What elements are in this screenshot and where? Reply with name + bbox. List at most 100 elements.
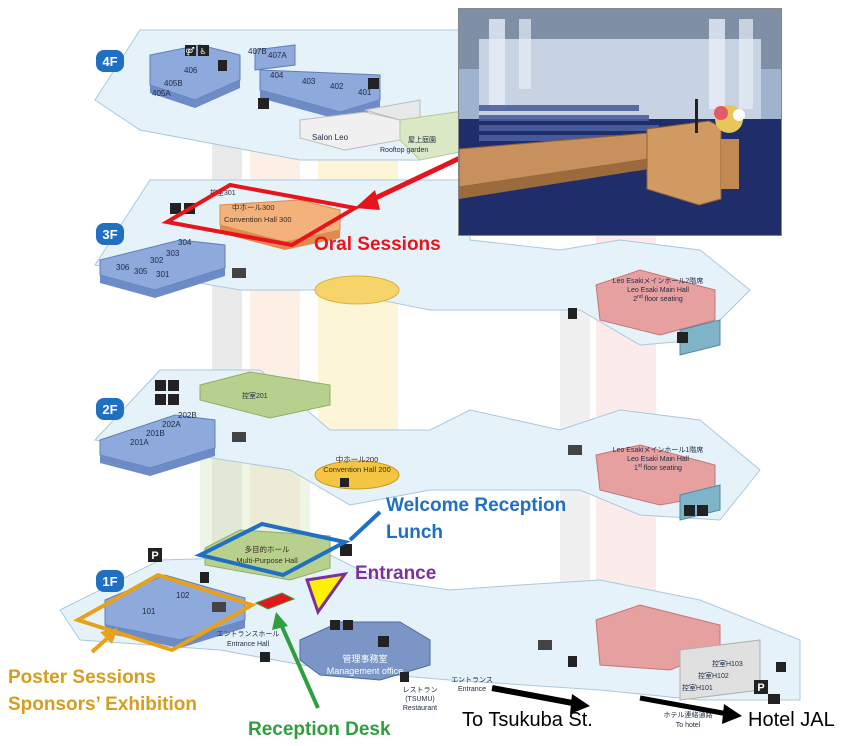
rooftop-garden-en: Rooftop garden xyxy=(380,147,428,154)
restroom-icon xyxy=(168,394,179,405)
room-303: 303 xyxy=(166,249,180,258)
smoking-icon xyxy=(260,652,270,662)
room-hikae-301: 控室301 xyxy=(210,188,236,197)
reception-arrow xyxy=(278,621,320,709)
tsukuba-station-label: To Tsukuba St. xyxy=(462,709,593,731)
hotel-path-jp: ホテル連絡通路 xyxy=(664,710,713,719)
room-202a: 202A xyxy=(162,420,181,429)
restaurant-icon xyxy=(400,672,409,682)
welcome-arrow xyxy=(348,510,382,542)
convention-hall-illustration xyxy=(459,9,781,235)
entrance-hall-jp: エントランスホール xyxy=(217,630,280,638)
floor-3f xyxy=(94,179,751,356)
floor-badge-3f xyxy=(96,223,124,245)
restroom-icon xyxy=(368,78,379,89)
room-306: 306 xyxy=(116,263,130,272)
wheelchair-glyph: ♿ xyxy=(199,47,206,56)
seat-floor-text: floor seating xyxy=(642,465,682,472)
room-405a: 405A xyxy=(152,89,171,98)
restroom-icon xyxy=(378,636,389,647)
reception-desk-marker xyxy=(254,592,296,610)
main-hall-1f-seat-jp: Leo Esakiメインホール1階席 xyxy=(613,445,704,454)
restaurant-en: Restaurant xyxy=(403,705,437,712)
escalator-icon xyxy=(258,98,269,109)
oral-sessions-label: Oral Sessions xyxy=(314,234,441,255)
restroom-icon xyxy=(170,203,181,214)
room-403: 403 xyxy=(302,77,316,86)
room-305: 305 xyxy=(134,267,148,276)
restaurant-name: (TSUMU) xyxy=(405,696,435,703)
floor-badge-1f xyxy=(96,570,124,592)
hall-200-cylinder-top xyxy=(314,275,400,305)
parking-icon xyxy=(148,548,162,562)
entrance-hall-en: Entrance Hall xyxy=(227,641,269,648)
restroom-icon xyxy=(155,380,166,391)
tsukuba-arrowhead xyxy=(570,694,590,714)
room-301: 301 xyxy=(156,270,170,279)
reception-arrowhead xyxy=(272,612,288,630)
room-405b: 405B xyxy=(164,79,183,88)
entrance-label: Entrance xyxy=(355,563,436,584)
mp-hall-en: Multi-Purpose Hall xyxy=(236,556,298,565)
seat-floor-number: 2 xyxy=(633,296,637,303)
restroom-icon xyxy=(684,505,695,516)
mgmt-office-jp: 管理事務室 xyxy=(342,653,387,664)
tsukuba-arrow xyxy=(491,685,579,707)
rooftop-garden-jp: 屋上庭園 xyxy=(408,135,436,144)
escalator-icon xyxy=(538,640,552,650)
mp-hall-jp: 多目的ホール xyxy=(245,544,290,554)
main-hall-2f-seat-label: 2nd floor seating xyxy=(633,294,683,303)
escalator-icon xyxy=(568,445,582,455)
room-402: 402 xyxy=(330,82,344,91)
restroom-glyph: ⚤ xyxy=(185,46,195,56)
information-icon xyxy=(330,620,340,630)
multi-purpose-hall-highlight xyxy=(194,521,351,578)
information-icon xyxy=(343,620,353,630)
elevator-icon xyxy=(155,394,166,405)
seat-floor-suffix: st xyxy=(638,463,643,469)
hall-300-en: Convention Hall 300 xyxy=(224,215,292,224)
room-404: 404 xyxy=(270,71,284,80)
room-401: 401 xyxy=(358,88,372,97)
floor-4f xyxy=(94,29,471,161)
floor-badge-4f xyxy=(96,50,124,72)
room-102: 102 xyxy=(176,591,190,600)
elevator-icon xyxy=(776,662,786,672)
room-406: 406 xyxy=(184,66,198,75)
elevator-icon xyxy=(568,308,577,319)
lunch-label: Lunch xyxy=(386,522,443,543)
poster-area-highlight xyxy=(73,572,257,653)
room-201b: 201B xyxy=(146,429,165,438)
room-salon-leo: Salon Leo xyxy=(312,133,349,142)
entrance-en: Entrance xyxy=(458,686,486,693)
entrance-marker xyxy=(305,571,349,616)
escalator-icon xyxy=(232,432,246,442)
escalator-icon xyxy=(232,268,246,278)
main-hall-2f-seat-jp: Leo Esakiメインホール2階席 xyxy=(613,276,704,285)
room-h102: 控室H102 xyxy=(698,671,729,680)
oral-sessions-arrowhead xyxy=(355,190,380,210)
restroom-icon xyxy=(340,478,349,487)
floor-1f xyxy=(59,529,801,701)
floor-label-3f: 3F xyxy=(102,227,117,242)
main-hall-1f-seat-label: 1st floor seating xyxy=(634,463,682,472)
oral-sessions-arrow xyxy=(363,155,462,206)
parking-icon xyxy=(754,680,768,694)
main-hall-2f-seat-en: Leo Esaki Main Hall xyxy=(627,287,689,294)
floor-badge-2f xyxy=(96,398,124,420)
room-302: 302 xyxy=(150,256,164,265)
restroom-icon xyxy=(677,332,688,343)
room-h101: 控室H101 xyxy=(682,683,713,692)
entrance-jp: エントランス xyxy=(451,676,493,684)
restroom-icon xyxy=(185,45,196,56)
hotel-arrow xyxy=(639,695,729,717)
sponsors-exhibition-label: Sponsors’ Exhibition xyxy=(8,694,197,715)
room-hikae-201: 控室201 xyxy=(242,391,268,400)
main-hall-1f-seat-en: Leo Esaki Main Hall xyxy=(627,456,689,463)
elevator-icon xyxy=(200,572,209,583)
poster-sessions-label: Poster Sessions xyxy=(8,667,156,688)
wheelchair-icon xyxy=(697,505,708,516)
hotel-arrowhead xyxy=(722,704,742,724)
room-201a: 201A xyxy=(130,438,149,447)
